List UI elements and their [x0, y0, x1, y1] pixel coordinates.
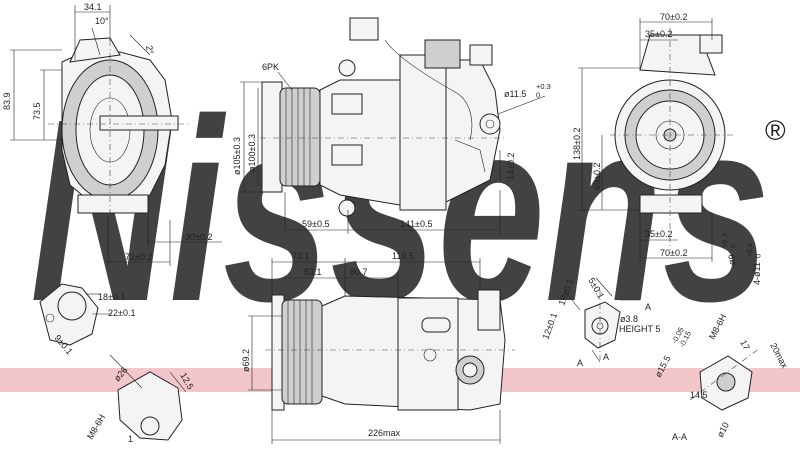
dim-69: 69±0.2 [592, 163, 602, 190]
dim-11: ø11.5 [504, 89, 526, 99]
watermark-registered: ® [765, 115, 786, 146]
dim-9-tol: +0.30 [720, 233, 737, 248]
dim-17: 17 [738, 338, 752, 352]
dim-14-5: 14.5 [690, 390, 708, 400]
side-view: 34.1 10° 2° 83.9 73.5 30±0.2 72±0.2 [2, 2, 222, 266]
dim-22: 22±0.1 [108, 308, 135, 318]
dim-14: 14±0.2 [506, 153, 516, 180]
dim-69-2: ø69.2 [241, 349, 251, 372]
dim-2deg: 2° [144, 45, 155, 56]
port-detail: 18±0.1 22±0.1 9±0.1 [39, 283, 135, 356]
sensor-height: HEIGHT 5 [619, 324, 660, 334]
dim-73-1: 73.1 [292, 251, 310, 261]
dim-63-1: 63.1 [304, 267, 322, 277]
dim-10deg: 10° [95, 16, 109, 26]
pulley-type: 6PK [262, 62, 279, 72]
dim-70-bot: 70±0.2 [660, 248, 687, 258]
section-label-a-bottom: A [603, 352, 609, 362]
top-view: 73.1 119.5 63.1 80.7 ø69.2 226max [241, 251, 515, 444]
dim-72: 72±0.2 [125, 252, 152, 262]
dim-3-8: ø3.8 [620, 314, 638, 324]
dim-141: 141±0.5 [400, 219, 432, 229]
dim-30: 30±0.2 [185, 232, 212, 242]
dim-70-top: 70±0.2 [660, 12, 687, 22]
dim-35-top: 35±0.2 [645, 29, 672, 39]
thread-m8-left: M8-6H [85, 413, 107, 441]
dim-100: ø100±0.3 [247, 134, 257, 172]
dim-18: 18±0.1 [98, 292, 125, 302]
dim-119-5: 119.5 [392, 251, 414, 261]
dim-59: 59±0.5 [302, 219, 329, 229]
section-a-a: A-A [672, 432, 687, 442]
section-label-a-top: A [645, 302, 651, 312]
end-view: 70±0.2 35±0.2 138±0.2 69±0.2 35±0.2 70±0… [572, 12, 762, 285]
dim-138: 138±0.2 [572, 128, 582, 160]
dim-9: ø9 [727, 254, 737, 265]
dim-4x11: 4-ø11 [752, 262, 762, 285]
dim-83: 83.9 [2, 92, 12, 110]
dim-1-left: 1 [128, 434, 133, 444]
dim-20max: 20max [768, 341, 790, 370]
dim-34: 34.1 [84, 2, 102, 12]
dim-35-bot: 35±0.2 [645, 229, 672, 239]
dim-4x11-tol: +0.30 [745, 243, 762, 258]
dim-80-7: 80.7 [350, 267, 368, 277]
section-label-a-left: A [577, 358, 583, 368]
dim-73: 73.5 [32, 102, 42, 120]
dim-10: ø10 [715, 421, 731, 439]
dim-226: 226max [368, 428, 401, 438]
dim-105: ø105±0.3 [232, 137, 242, 175]
